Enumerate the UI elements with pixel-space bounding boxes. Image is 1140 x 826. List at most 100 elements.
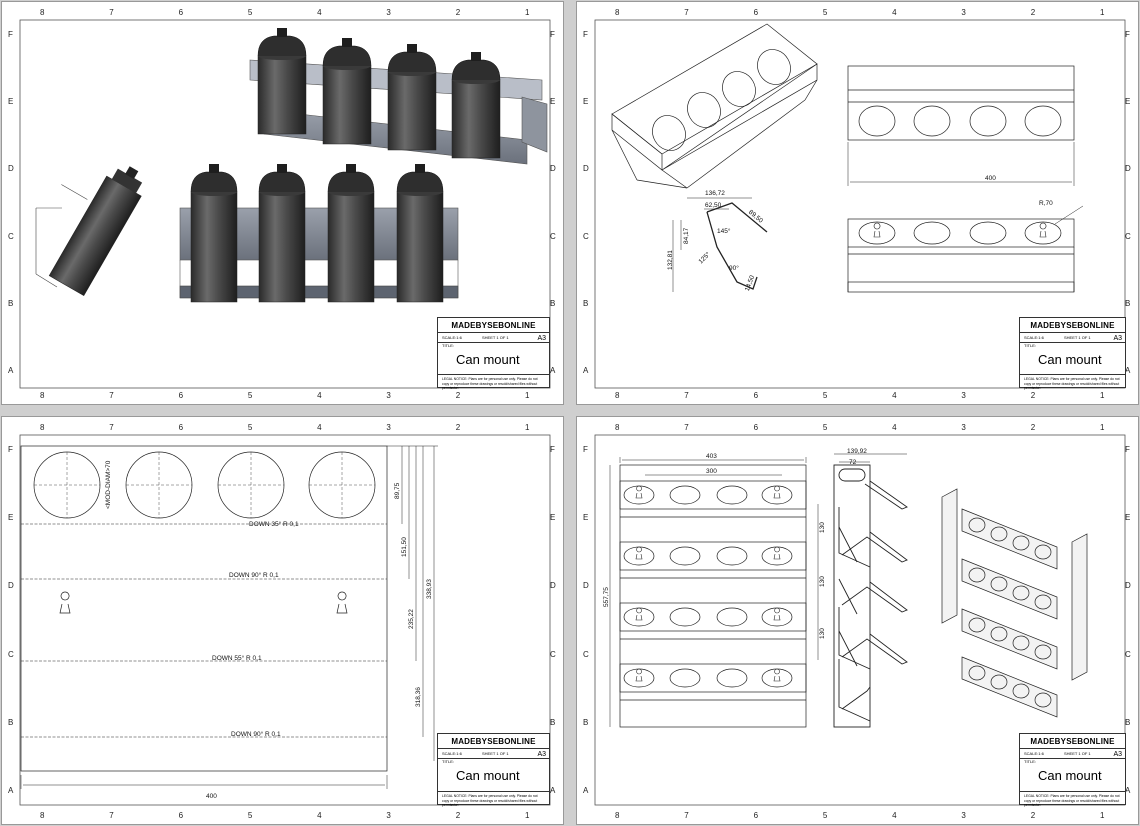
- zone-column-label: 1: [525, 811, 530, 820]
- hole: [761, 668, 793, 688]
- top-view: [847, 65, 1075, 186]
- drawing-name: Can mount: [1038, 352, 1102, 367]
- zone-column-label: 7: [109, 391, 114, 400]
- stacked-assembly: 403 300 557,75 130 130 130 139,92 72: [594, 434, 1126, 806]
- zone-column-label: 6: [753, 8, 759, 17]
- spray-can: [387, 44, 437, 151]
- dim-radius: R,70: [1039, 200, 1053, 207]
- zone-row-label: F: [550, 30, 555, 39]
- drawing-name: Can mount: [1038, 768, 1102, 783]
- zone-row-label: F: [1125, 30, 1130, 39]
- dim-pitch-3: 130: [819, 628, 826, 639]
- iso-hole: [990, 576, 1008, 592]
- zone-column-label: 1: [1100, 811, 1105, 820]
- zone-column-label: 3: [961, 811, 966, 820]
- zone-row-label: D: [1125, 164, 1131, 174]
- zone-column-label: 8: [615, 423, 620, 432]
- title-block: MADEBYSEBONLINE SCALE:1:6 SHEET 1 OF 1 A…: [1019, 317, 1126, 390]
- legal-notice: LEGAL NOTICE: Plans are for personal use…: [438, 791, 549, 807]
- zone-row-label: A: [550, 366, 556, 375]
- zone-column-label: 2: [1030, 8, 1036, 17]
- zone-column-label: 2: [455, 8, 461, 17]
- zone-row-label: C: [583, 231, 589, 241]
- zone-row-label: C: [550, 649, 556, 659]
- zone-column-label: 4: [892, 811, 897, 820]
- rack-row: [619, 541, 807, 579]
- zone-row-label: E: [1125, 513, 1131, 523]
- bend-label-2: DOWN 90° R 0,1: [229, 571, 279, 579]
- paper-size: A3: [1113, 751, 1122, 758]
- zone-column-label: 4: [317, 423, 322, 432]
- zone-column-label: 1: [525, 391, 530, 400]
- zone-column-label: 5: [247, 423, 253, 432]
- zone-column-label: 1: [1100, 423, 1105, 432]
- iso-hole: [1034, 692, 1052, 708]
- flat-hole: [33, 451, 101, 519]
- hole: [623, 607, 655, 627]
- zone-row-label: D: [1125, 581, 1131, 591]
- title-label: TITLE:: [1024, 343, 1037, 348]
- zone-row-label: F: [8, 445, 13, 454]
- dim-v4: 318,36: [415, 687, 422, 707]
- zone-row-label: B: [583, 717, 589, 727]
- spray-can: [257, 28, 307, 135]
- keyhole: [773, 607, 781, 621]
- title-block-info-row: SCALE:1:6 SHEET 1 OF 1 A3: [1020, 748, 1125, 759]
- sheet-label: SHEET 1 OF 1: [482, 751, 509, 756]
- front-view: [847, 205, 1084, 293]
- title-block: MADEBYSEBONLINE SCALE:1:6 SHEET 1 OF 1 A…: [437, 733, 550, 807]
- zone-row-label: D: [550, 581, 556, 591]
- zone-column-label: 4: [317, 391, 322, 400]
- legal-notice: LEGAL NOTICE: Plans are for personal use…: [1020, 791, 1125, 807]
- zone-row-label: D: [8, 581, 14, 591]
- isometric-cans: [257, 28, 501, 159]
- zone-row-label: A: [8, 366, 14, 375]
- zone-column-label: 6: [178, 423, 184, 432]
- zone-row-label: B: [8, 717, 14, 727]
- zone-column-label: 5: [247, 811, 253, 820]
- rendered-views: [19, 19, 551, 389]
- dim-v5: 338,93: [426, 579, 433, 599]
- scale-label: SCALE:1:6: [442, 335, 462, 340]
- company-name: MADEBYSEBONLINE: [451, 321, 536, 330]
- zone-column-label: 1: [525, 8, 530, 17]
- hole: [669, 668, 701, 688]
- dim-outer: 403: [706, 453, 717, 460]
- zone-column-label: 6: [753, 391, 759, 400]
- zone-column-label: 1: [525, 423, 530, 432]
- sheet-label: SHEET 1 OF 1: [482, 335, 509, 340]
- hole: [623, 546, 655, 566]
- title-block: MADEBYSEBONLINE SCALE:1:6 SHEET 1 OF 1 A…: [437, 317, 550, 390]
- iso-hole: [1034, 644, 1052, 660]
- sheet-label: SHEET 1 OF 1: [1064, 751, 1091, 756]
- company-name: MADEBYSEBONLINE: [1030, 737, 1115, 746]
- title-block: MADEBYSEBONLINE SCALE:1:6 SHEET 1 OF 1 A…: [1019, 733, 1126, 807]
- rack-row: [619, 663, 807, 701]
- zone-column-label: 6: [178, 391, 184, 400]
- zone-column-label: 8: [40, 811, 45, 820]
- zone-column-label: 2: [455, 391, 461, 400]
- iso-hole: [1012, 635, 1030, 651]
- zone-column-label: 3: [961, 391, 966, 400]
- legal-notice: LEGAL NOTICE: Plans are for personal use…: [1020, 374, 1125, 390]
- zone-row-label: A: [1125, 366, 1131, 375]
- zone-column-label: 8: [615, 391, 620, 400]
- keyhole: [635, 668, 643, 682]
- zone-row-label: E: [8, 97, 14, 107]
- dim-v1: 89,75: [394, 482, 401, 499]
- zone-row-label: E: [550, 97, 556, 107]
- spray-can: [396, 164, 444, 303]
- hole: [716, 668, 748, 688]
- zone-column-label: 6: [753, 423, 759, 432]
- dim-angle-145: 145°: [717, 227, 731, 235]
- hole: [761, 546, 793, 566]
- zone-row-label: A: [1125, 786, 1131, 795]
- zone-column-label: 6: [753, 811, 759, 820]
- zone-row-label: F: [583, 445, 588, 454]
- title-block-info-row: SCALE:1:6 SHEET 1 OF 1 A3: [438, 332, 549, 343]
- hole: [669, 607, 701, 627]
- iso-hole: [1034, 594, 1052, 610]
- dim-pitch-1: 130: [819, 522, 826, 533]
- iso-hole: [1012, 585, 1030, 601]
